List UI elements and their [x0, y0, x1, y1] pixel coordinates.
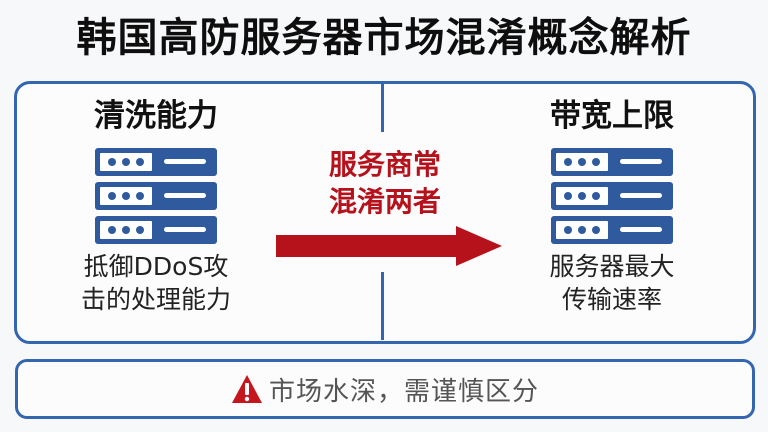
- warning-text: 市场水深，需谨慎区分: [268, 376, 539, 407]
- server-stack-icon: [95, 148, 217, 244]
- page-title: 韩国高防服务器市场混淆概念解析: [76, 15, 692, 61]
- warning-banner: 市场水深，需谨慎区分: [15, 359, 755, 419]
- server-stack-icon: [551, 148, 673, 244]
- bandwidth-limit-heading: 带宽上限: [550, 98, 674, 134]
- cleaning-capacity-heading: 清洗能力: [94, 98, 218, 134]
- bandwidth-limit-column: 带宽上限 服务器最大 传输速率: [492, 96, 732, 316]
- cleaning-capacity-description: 抵御DDoS攻 击的处理能力: [80, 252, 231, 314]
- bandwidth-cleaning-column: 清洗能力 抵御DDoS攻 击的处理能力: [36, 96, 276, 316]
- comparison-panel: [14, 81, 756, 344]
- confusion-label: 服务商常 混淆两者: [328, 148, 441, 218]
- center-divider-bottom: [381, 272, 384, 340]
- warning-triangle-icon: [231, 375, 262, 403]
- arrow-right-icon: [276, 226, 502, 266]
- bandwidth-limit-description: 服务器最大 传输速率: [549, 252, 675, 314]
- center-divider-top: [381, 84, 384, 132]
